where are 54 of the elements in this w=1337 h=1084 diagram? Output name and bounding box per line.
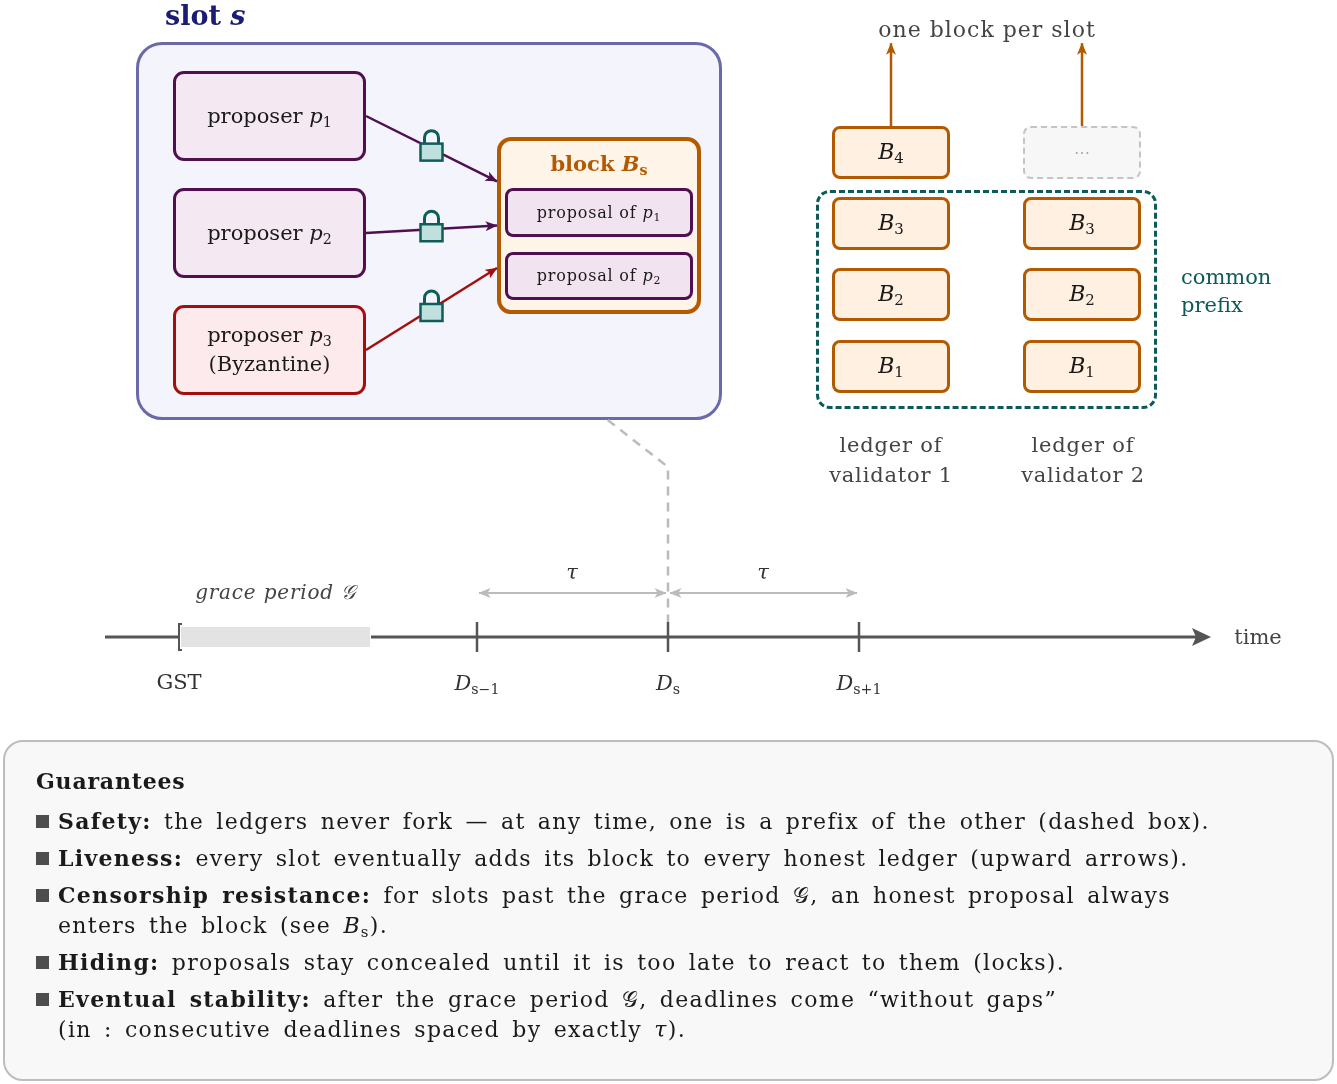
ledger-block xyxy=(832,340,950,393)
dimension-label: τ xyxy=(757,560,769,586)
arrow xyxy=(365,266,498,352)
proposer-label: proposer p$_{1}$ xyxy=(207,102,332,131)
ledger-block xyxy=(832,126,950,179)
dimension-label: τ xyxy=(566,560,578,586)
guarantees-panel xyxy=(3,740,1334,1081)
block-label: B$_{3}$ xyxy=(1069,210,1095,237)
tick-label: D$_{s}$ xyxy=(655,671,681,697)
leader-line xyxy=(606,419,670,622)
block-label: B$_{3}$ xyxy=(878,210,904,237)
ledger-block xyxy=(832,197,950,250)
arrow xyxy=(886,42,896,126)
block-container xyxy=(497,137,701,314)
proposer-box xyxy=(173,305,366,395)
proposer-box xyxy=(173,188,366,278)
guarantee-text: Liveness: every slot eventually adds its block to every honest ledger (upward arrows). xyxy=(58,844,1189,874)
guarantee-text: Hiding: proposals stay concealed until it is too late to react to them (locks). xyxy=(58,948,1065,978)
tick-label: D$_{s+1}$ xyxy=(836,671,882,697)
axis-label: time xyxy=(1234,625,1282,651)
guarantee-text: Censorship resistance: for slots past the grace period 𝒢, an honest proposal always enters the block (see B$_{s}$). xyxy=(58,881,1172,942)
block-label: B$_{1}$ xyxy=(1069,353,1095,380)
ledger-caption: ledger of validator 2 xyxy=(1020,432,1146,489)
arrow xyxy=(365,114,498,183)
guarantee-text: Safety: the ledgers never fork — at any time, one is a prefix of the other (dashed box). xyxy=(58,807,1210,837)
arrow xyxy=(365,221,498,235)
proposal-label: proposal of p$_{1}$ xyxy=(536,202,662,223)
prefix-label: common prefix xyxy=(1181,264,1273,319)
proposer-label: proposer p$_{3}$ (Byzantine) xyxy=(206,322,333,378)
block-title: block B$_{s}$ xyxy=(550,151,648,177)
block-label: B$_{1}$ xyxy=(878,353,904,380)
tick-label: D$_{s−1}$ xyxy=(454,671,500,697)
guarantee-text: Eventual stability: after the grace period 𝒢, deadlines come “without gaps” (in : consecutive deadlines spaced by exactly τ). xyxy=(58,985,1058,1045)
ledger-block xyxy=(1023,340,1141,393)
slot-title: slot s xyxy=(165,0,246,32)
guarantees-heading: Guarantees xyxy=(36,768,186,795)
proposal-label: proposal of p$_{2}$ xyxy=(536,266,662,286)
ledger-caption: ledger of validator 1 xyxy=(828,432,954,489)
block-label: B$_{2}$ xyxy=(878,281,904,308)
ledger-block xyxy=(1023,197,1141,250)
proposal-box xyxy=(505,252,693,300)
placeholder-block xyxy=(1023,126,1141,179)
ledger-block xyxy=(832,268,950,321)
ellipsis-label: ⋯ xyxy=(1074,142,1090,163)
block-label: B$_{2}$ xyxy=(1069,281,1095,308)
tick-label: GST xyxy=(156,670,202,696)
block-label: B$_{4}$ xyxy=(878,139,904,166)
proposer-label: proposer p$_{2}$ xyxy=(207,219,332,248)
proposal-box xyxy=(505,188,693,237)
proposer-box xyxy=(173,71,366,161)
ledger-block xyxy=(1023,268,1141,321)
period-label: grace period 𝒢 xyxy=(194,580,359,604)
arrows-caption: one block per slot xyxy=(878,16,1096,44)
arrow xyxy=(1077,42,1087,126)
